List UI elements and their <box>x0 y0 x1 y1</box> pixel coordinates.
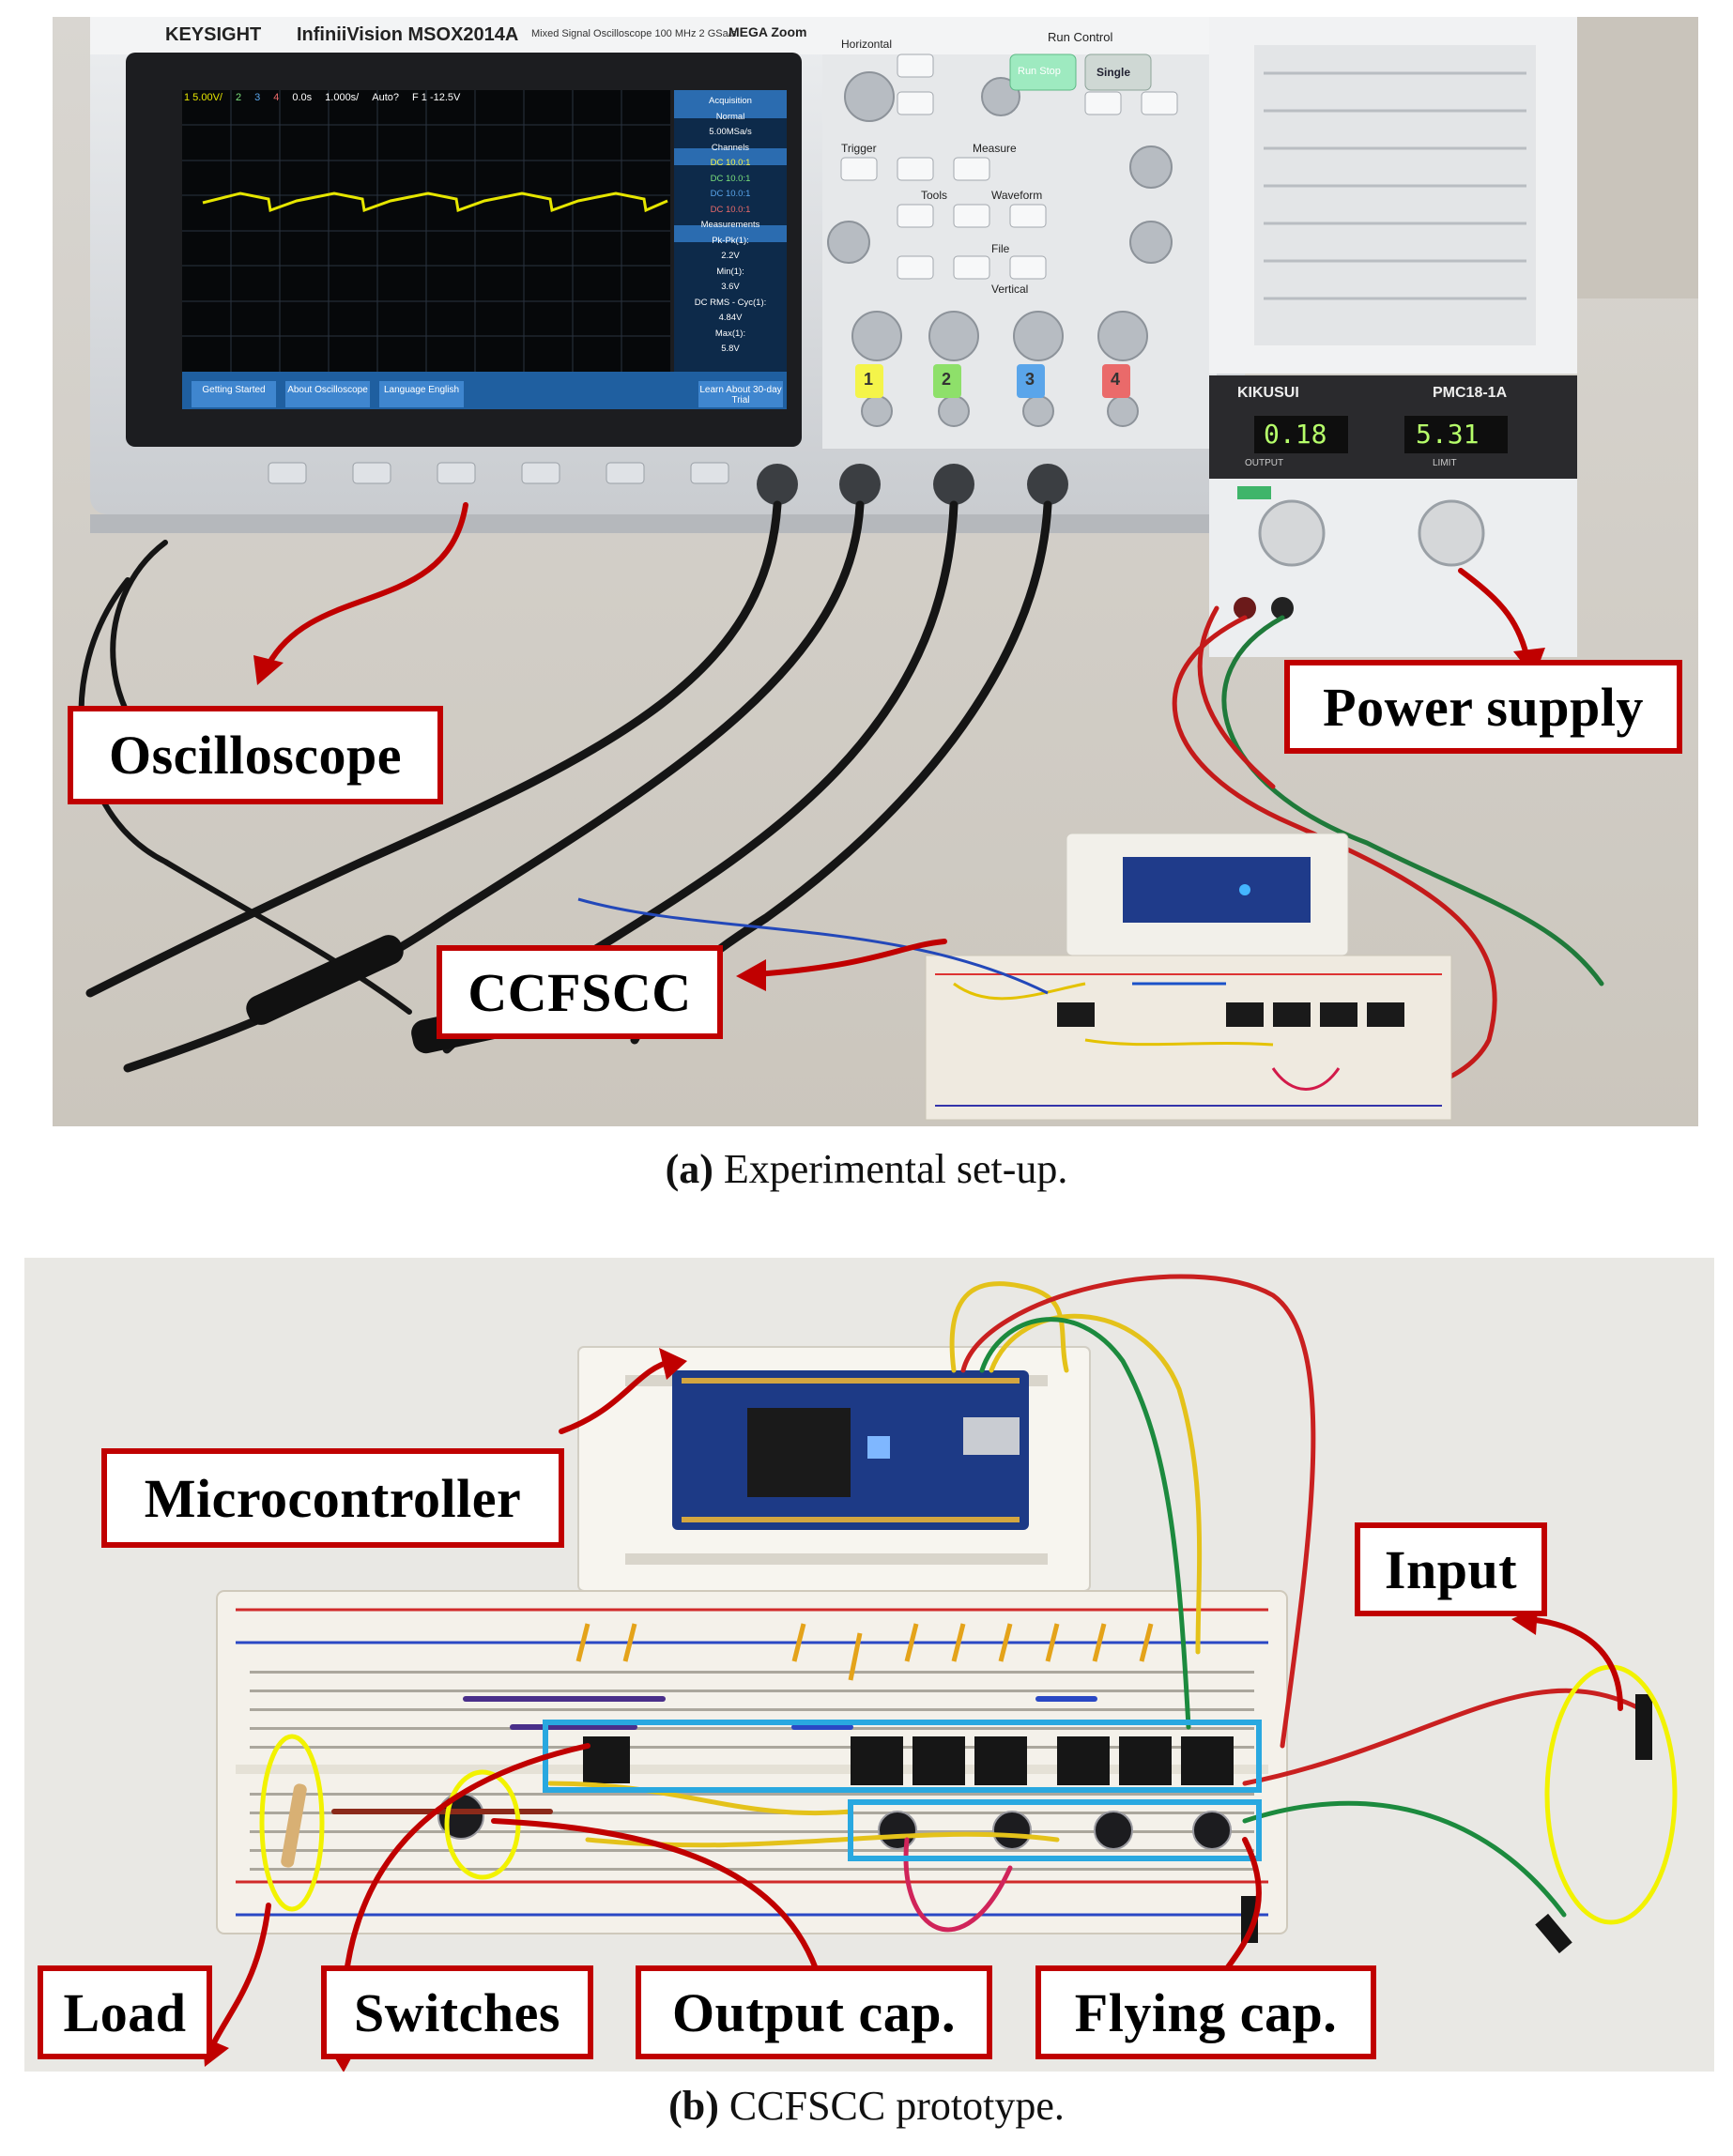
scope-soft-key-3: Language English <box>383 385 460 395</box>
label-input: Input <box>1355 1522 1547 1616</box>
scope-side-15: Max(1): <box>714 328 746 339</box>
caption-a-tag: (a) <box>665 1146 713 1192</box>
scope-top-6: 1.000s/ <box>325 92 360 103</box>
scope-side-4: DC 10.0:1 <box>710 158 751 168</box>
scope-channel-2: 2 <box>942 370 952 389</box>
psu-current-readout: 0.18 <box>1264 419 1327 450</box>
label-oscilloscope: Oscilloscope <box>68 706 443 804</box>
scope-waveform-label: Waveform <box>991 189 1043 202</box>
scope-soft-key-2: About Oscilloscope <box>287 385 368 395</box>
scope-side-14: 4.84V <box>718 313 743 323</box>
caption-b: (b) CCFSCC prototype. <box>0 2082 1733 2130</box>
scope-model: InfiniiVision MSOX2014A <box>297 24 519 45</box>
scope-brand: KEYSIGHT <box>165 24 262 45</box>
scope-side-2: 5.00MSa/s <box>709 127 752 137</box>
scope-top-8: F 1 -12.5V <box>412 92 461 103</box>
scope-side-13: DC RMS - Cyc(1): <box>694 297 767 308</box>
photo-experimental-setup: KEYSIGHT InfiniiVision MSOX2014A Mixed S… <box>53 17 1698 1126</box>
scope-side-16: 5.8V <box>721 344 740 354</box>
caption-b-tag: (b) <box>668 2083 719 2129</box>
scope-side-10: 2.2V <box>721 251 740 261</box>
scope-side-8: Measurements <box>700 220 760 230</box>
scope-horizontal-label: Horizontal <box>841 38 893 51</box>
scope-soft-key-1: Getting Started <box>202 385 266 395</box>
label-switches: Switches <box>321 1965 593 2059</box>
scope-megazoom: MEGA Zoom <box>728 24 807 39</box>
scope-channel-1: 1 <box>864 370 874 389</box>
scope-side-5: DC 10.0:1 <box>710 173 751 184</box>
scope-side-1: Normal <box>715 111 745 122</box>
label-ccfscc: CCFSCC <box>437 945 723 1039</box>
scope-tools-label: Tools <box>921 189 948 202</box>
scope-channel-4: 4 <box>1111 370 1121 389</box>
power-supply-illustration <box>1209 17 1577 657</box>
scope-run-control-label: Run Control <box>1048 30 1113 44</box>
caption-b-text: CCFSCC prototype. <box>718 2083 1065 2129</box>
label-output-cap: Output cap. <box>636 1965 992 2059</box>
photo-ccfscc-prototype <box>24 1258 1714 2072</box>
psu-voltage-readout: 5.31 <box>1416 419 1480 450</box>
psu-output-label: OUTPUT <box>1245 458 1284 468</box>
scope-run-stop-button: Run Stop <box>1018 66 1061 77</box>
label-load: Load <box>38 1965 212 2059</box>
label-microcontroller: Microcontroller <box>101 1448 564 1548</box>
psu-limit-label: LIMIT <box>1433 458 1457 468</box>
scope-top-7: Auto? <box>372 92 399 103</box>
scope-single-button: Single <box>1097 66 1131 79</box>
caption-a-text: Experimental set-up. <box>713 1146 1068 1192</box>
oscilloscope-illustration <box>90 17 1245 533</box>
scope-top-3: 3 <box>254 92 261 103</box>
scope-soft-key-4: Learn About 30-day Trial <box>699 385 782 405</box>
scope-top-4: 4 <box>273 92 280 103</box>
scope-file-label: File <box>991 242 1010 255</box>
scope-side-6: DC 10.0:1 <box>710 189 751 199</box>
scope-side-12: 3.6V <box>721 282 740 292</box>
scope-top-1: 1 5.00V/ <box>184 92 222 103</box>
scope-side-7: DC 10.0:1 <box>710 204 751 215</box>
label-flying-cap: Flying cap. <box>1035 1965 1376 2059</box>
scope-screen-top-bar: 1 5.00V/ 2 3 4 0.0s 1.000s/ Auto? F 1 -1… <box>184 92 667 103</box>
scope-side-11: Min(1): <box>716 266 744 277</box>
scope-side-3: Channels <box>711 142 750 153</box>
scope-side-0: Acquisition <box>709 96 752 106</box>
microcontroller-illustration <box>672 1370 1029 1530</box>
scope-vertical-label: Vertical <box>991 283 1029 296</box>
scope-trigger-label: Trigger <box>841 142 877 155</box>
scope-measure-label: Measure <box>973 142 1017 155</box>
scope-top-5: 0.0s <box>292 92 313 103</box>
caption-a: (a) Experimental set-up. <box>0 1145 1733 1193</box>
scope-side-panel: Acquisition Normal 5.00MSa/s Channels DC… <box>676 94 785 358</box>
psu-brand: KIKUSUI <box>1237 385 1299 401</box>
psu-model: PMC18-1A <box>1433 385 1508 401</box>
scope-model-sub: Mixed Signal Oscilloscope 100 MHz 2 GSa/… <box>531 28 737 39</box>
label-power-supply: Power supply <box>1284 660 1682 754</box>
scope-side-9: Pk-Pk(1): <box>712 235 749 246</box>
scope-top-2: 2 <box>235 92 242 103</box>
scope-channel-3: 3 <box>1025 370 1035 389</box>
